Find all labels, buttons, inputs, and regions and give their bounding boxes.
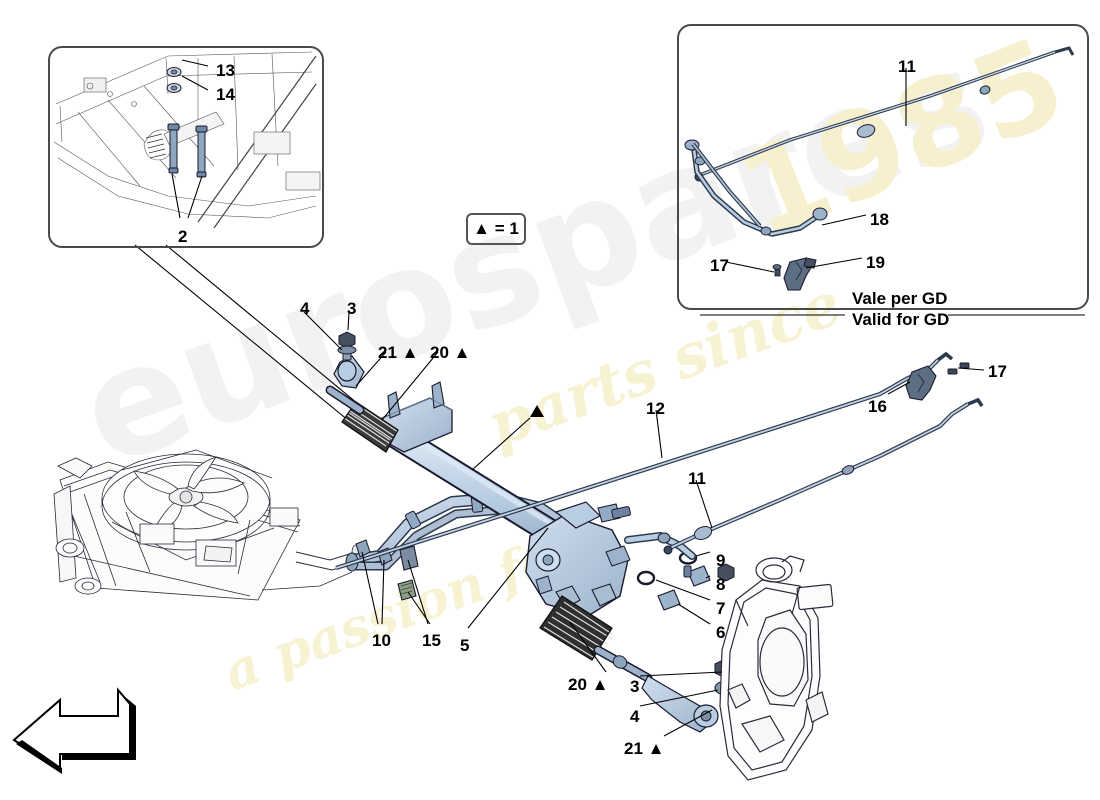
callout-11-inset: 11 <box>898 57 916 76</box>
inset-left-artwork <box>53 51 393 433</box>
callout-5: 5 <box>460 636 470 655</box>
callout-18: 18 <box>870 210 889 229</box>
callout-17-main: 17 <box>988 362 1007 381</box>
callout-8: 8 <box>716 575 726 594</box>
callout-12: 12 <box>646 399 665 418</box>
callout-21-bottom: 21 ▲ <box>624 739 665 758</box>
callout-7: 7 <box>716 599 726 618</box>
legend-triangle-equals-one: ▲ = 1 <box>466 213 526 245</box>
long-hydraulic-lines <box>335 351 984 571</box>
tie-rod-end-left <box>333 343 365 389</box>
inset-right-artwork <box>684 46 1085 316</box>
callout-19: 19 <box>866 253 885 272</box>
callout-10: 10 <box>372 631 391 650</box>
legend-text: ▲ = 1 <box>473 219 519 238</box>
inset-box-gd-detail <box>677 24 1089 310</box>
bracket-16 <box>905 365 937 401</box>
callout-20-top: 20 ▲ <box>430 343 471 362</box>
steering-gearbox <box>525 501 631 617</box>
inset-washer-14 <box>166 83 182 93</box>
callout-17-inset: 17 <box>710 256 729 275</box>
fitting-8 <box>683 565 711 587</box>
inset-hose-secondary <box>691 142 762 228</box>
o-ring-7 <box>636 570 656 586</box>
callout-9: 9 <box>716 551 726 570</box>
callout-4-top: 4 <box>300 299 310 318</box>
steering-rack-assembly <box>325 331 738 733</box>
callout-3-top: 3 <box>347 299 357 318</box>
radiator-fan-assembly <box>53 449 361 601</box>
direction-arrow-icon <box>12 687 136 774</box>
callout-14: 14 <box>216 85 235 104</box>
callout-11-main: 11 <box>688 469 706 488</box>
gd-note-english: Valid for GD <box>852 310 950 330</box>
fitting-6 <box>657 589 681 611</box>
gd-note: Vale per GD Valid for GD <box>852 288 949 331</box>
part-10-bush <box>355 539 371 558</box>
inset-screw-17 <box>772 264 782 277</box>
callout-16: 16 <box>868 397 887 416</box>
inset-bolt-2-right <box>195 125 208 178</box>
rack-mounting-bracket <box>381 381 453 453</box>
callout-6: 6 <box>716 623 726 642</box>
tie-rod-end-right <box>641 675 719 733</box>
nut-3-left <box>338 331 356 349</box>
bellows-left <box>341 401 399 453</box>
gd-note-italian: Vale per GD <box>852 289 948 308</box>
inset-bracket-19 <box>783 257 817 291</box>
nut-3-right <box>717 563 735 582</box>
triangle-marker-middle <box>530 405 544 417</box>
inset-box-subframe-detail <box>48 46 324 248</box>
inset-pipe-11 <box>694 46 1075 182</box>
callout-13: 13 <box>216 61 235 80</box>
part-15-clamp <box>397 545 419 601</box>
callout-21-top: 21 ▲ <box>378 343 419 362</box>
callout-leaders <box>303 311 985 737</box>
callout-2: 2 <box>178 227 188 246</box>
callout-4-bottom: 4 <box>630 707 640 726</box>
inset-washer-13 <box>166 67 182 77</box>
wheel-upright <box>719 555 834 781</box>
callout-20-bottom: 20 ▲ <box>568 675 609 694</box>
washer-4-left <box>337 345 357 355</box>
callout-15: 15 <box>422 631 441 650</box>
line-11 <box>663 397 984 555</box>
short-return-hose <box>624 531 696 560</box>
callout-3-bottom: 3 <box>630 677 640 696</box>
inset-bolt-2-left <box>167 123 180 174</box>
